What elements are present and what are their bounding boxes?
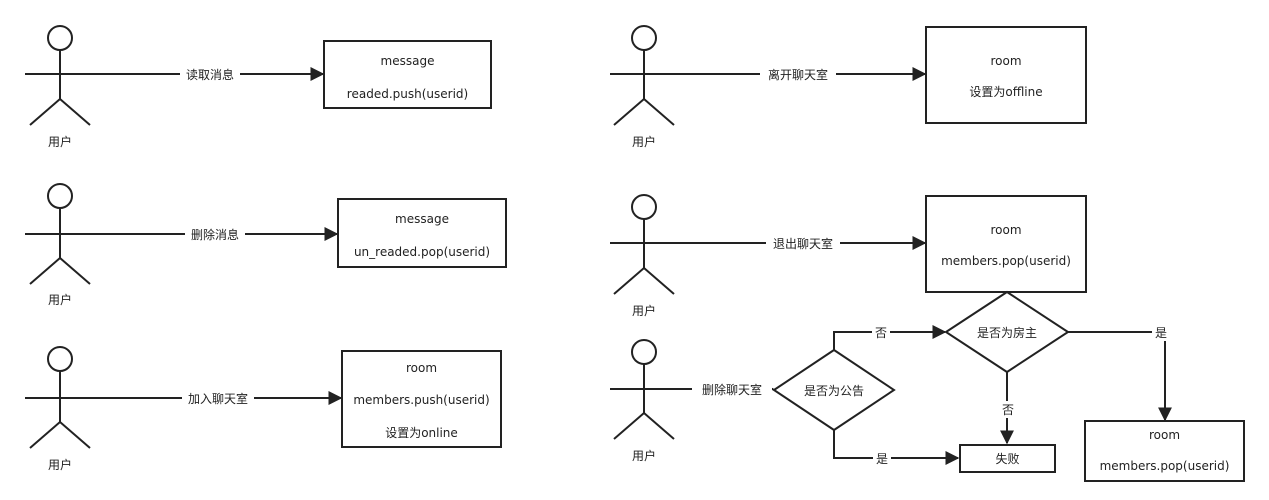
action-label: 读取消息 bbox=[186, 67, 234, 82]
box-line: members.pop(userid) bbox=[941, 254, 1071, 268]
box-title: room bbox=[1149, 428, 1180, 442]
action-label: 删除消息 bbox=[191, 227, 239, 242]
room-box-exit: room members.pop(userid) bbox=[925, 195, 1087, 293]
actor-user-5: 用户 bbox=[610, 194, 675, 318]
box-line: un_readed.pop(userid) bbox=[354, 245, 490, 259]
box-title: room bbox=[990, 223, 1021, 237]
actor-label: 用户 bbox=[48, 457, 72, 472]
actor-label: 用户 bbox=[48, 134, 72, 149]
box-title: room bbox=[990, 54, 1021, 68]
box-line: members.pop(userid) bbox=[1100, 459, 1230, 473]
box-title: message bbox=[395, 212, 449, 226]
actor-label: 用户 bbox=[632, 303, 656, 318]
no-arrow bbox=[833, 325, 947, 350]
action-label: 加入聊天室 bbox=[188, 391, 248, 406]
actor-user-4: 用户 bbox=[610, 25, 675, 149]
fail-text: 失败 bbox=[995, 451, 1019, 466]
actor-label: 用户 bbox=[632, 134, 656, 149]
action-label: 删除聊天室 bbox=[702, 382, 762, 397]
actor-label: 用户 bbox=[48, 292, 72, 307]
no-label: 否 bbox=[1002, 403, 1014, 417]
actor-user-6: 用户 bbox=[610, 339, 675, 463]
yes-arrow bbox=[1068, 331, 1172, 422]
fail-box: 失败 bbox=[959, 444, 1056, 473]
decision-text: 是否为房主 bbox=[977, 325, 1037, 340]
decision-text: 是否为公告 bbox=[804, 384, 864, 398]
box-title: message bbox=[381, 54, 435, 68]
actor-user-1: 用户 bbox=[25, 25, 91, 149]
message-box-readed: message readed.push(userid) bbox=[323, 40, 492, 109]
yes-label: 是 bbox=[1155, 326, 1167, 340]
box-line: readed.push(userid) bbox=[347, 87, 468, 101]
box-title: room bbox=[406, 361, 437, 375]
actor-user-3: 用户 bbox=[25, 346, 91, 472]
action-label: 离开聊天室 bbox=[768, 67, 828, 82]
box-line: 设置为offline bbox=[969, 85, 1042, 99]
actor-label: 用户 bbox=[632, 448, 656, 463]
actor-user-2: 用户 bbox=[25, 183, 91, 307]
room-box-result: room members.pop(userid) bbox=[1084, 420, 1245, 482]
yes-label: 是 bbox=[876, 452, 888, 466]
decision-owner: 是否为房主 bbox=[944, 290, 1070, 374]
yes-arrow bbox=[833, 430, 960, 465]
no-label: 否 bbox=[875, 326, 887, 340]
box-line: members.push(userid) bbox=[353, 393, 489, 407]
box-line: 设置为online bbox=[385, 426, 458, 440]
room-box-join: room members.push(userid) 设置为online bbox=[341, 350, 502, 448]
action-label: 退出聊天室 bbox=[773, 236, 833, 251]
message-box-unreaded: message un_readed.pop(userid) bbox=[337, 198, 507, 268]
room-box-leave: room 设置为offline bbox=[925, 26, 1087, 124]
decision-announcement: 是否为公告 bbox=[772, 348, 896, 432]
